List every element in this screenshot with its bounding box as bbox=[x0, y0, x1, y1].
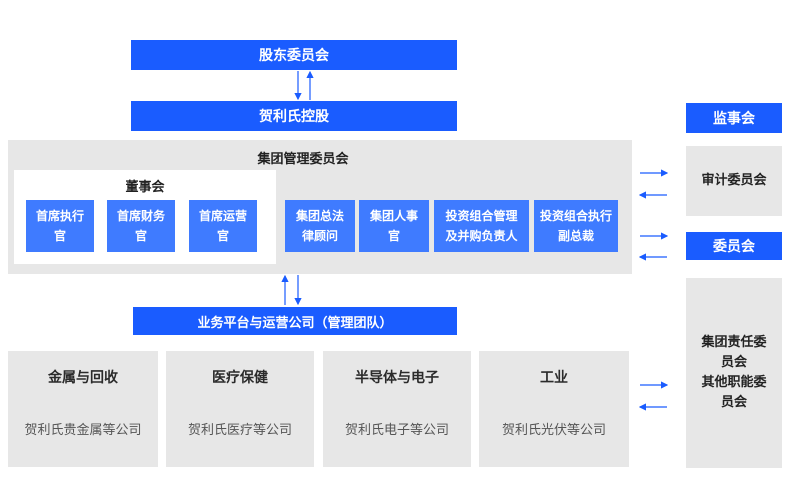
business-unit-name: 半导体与电子 bbox=[355, 370, 439, 386]
board-title: 董事会 bbox=[125, 180, 165, 195]
holding-label: 贺利氏控股 bbox=[259, 109, 329, 125]
business-unit-name: 医疗保健 bbox=[212, 370, 268, 386]
business-unit-semiconductor: 半导体与电子 贺利氏电子等公司 bbox=[323, 351, 471, 467]
role-portfolio-evp-label: 投资组合执行副总裁 bbox=[540, 209, 613, 243]
business-unit-name: 工业 bbox=[540, 370, 568, 386]
other-committees-line-1: 集团责任委 bbox=[701, 335, 767, 350]
role-coo: 首席运营官 bbox=[189, 200, 257, 252]
role-ceo-label: 首席执行官 bbox=[35, 209, 84, 243]
business-unit-company: 贺利氏医疗等公司 bbox=[187, 423, 292, 438]
business-platform-label: 业务平台与运营公司（管理团队） bbox=[197, 315, 393, 331]
supervisory-board-box: 监事会 bbox=[686, 103, 782, 133]
supervisory-board-label: 监事会 bbox=[713, 111, 755, 127]
other-committees-line-4: 员会 bbox=[720, 395, 747, 410]
role-cfo: 首席财务官 bbox=[107, 200, 175, 252]
audit-committee-label: 审计委员会 bbox=[701, 173, 767, 188]
committee-label: 委员会 bbox=[713, 239, 755, 255]
other-committees-line-3: 其他职能委 bbox=[701, 375, 767, 390]
group-management-committee-title: 集团管理委员会 bbox=[257, 152, 349, 167]
holding-box: 贺利氏控股 bbox=[131, 101, 457, 131]
business-unit-metals: 金属与回收 贺利氏贵金属等公司 bbox=[8, 351, 158, 467]
business-unit-name: 金属与回收 bbox=[48, 370, 118, 386]
role-general-counsel-label: 集团总法律顾问 bbox=[295, 209, 344, 243]
role-portfolio-ma-head-label: 投资组合管理及并购负责人 bbox=[445, 209, 518, 243]
other-committees-box: 集团责任委 员会 其他职能委 员会 bbox=[686, 278, 782, 468]
role-general-counsel: 集团总法律顾问 bbox=[285, 200, 355, 252]
business-platform-box: 业务平台与运营公司（管理团队） bbox=[133, 307, 457, 335]
audit-committee-box: 审计委员会 bbox=[686, 146, 782, 216]
business-unit-company: 贺利氏电子等公司 bbox=[344, 423, 449, 438]
business-unit-company: 贺利氏贵金属等公司 bbox=[24, 423, 142, 438]
role-portfolio-evp: 投资组合执行副总裁 bbox=[534, 200, 618, 252]
shareholders-committee-label: 股东委员会 bbox=[259, 48, 329, 64]
role-chief-hr-officer-label: 集团人事官 bbox=[369, 209, 418, 243]
business-unit-company: 贺利氏光伏等公司 bbox=[501, 423, 606, 438]
role-ceo: 首席执行官 bbox=[26, 200, 94, 252]
shareholders-committee-box: 股东委员会 bbox=[131, 40, 457, 70]
role-portfolio-ma-head: 投资组合管理及并购负责人 bbox=[434, 200, 529, 252]
role-coo-label: 首席运营官 bbox=[198, 209, 247, 243]
role-cfo-label: 首席财务官 bbox=[116, 209, 165, 243]
business-unit-industrial: 工业 贺利氏光伏等公司 bbox=[479, 351, 629, 467]
role-chief-hr-officer: 集团人事官 bbox=[359, 200, 429, 252]
committee-box: 委员会 bbox=[686, 232, 782, 260]
other-committees-line-2: 员会 bbox=[720, 355, 747, 370]
business-unit-healthcare: 医疗保健 贺利氏医疗等公司 bbox=[166, 351, 314, 467]
